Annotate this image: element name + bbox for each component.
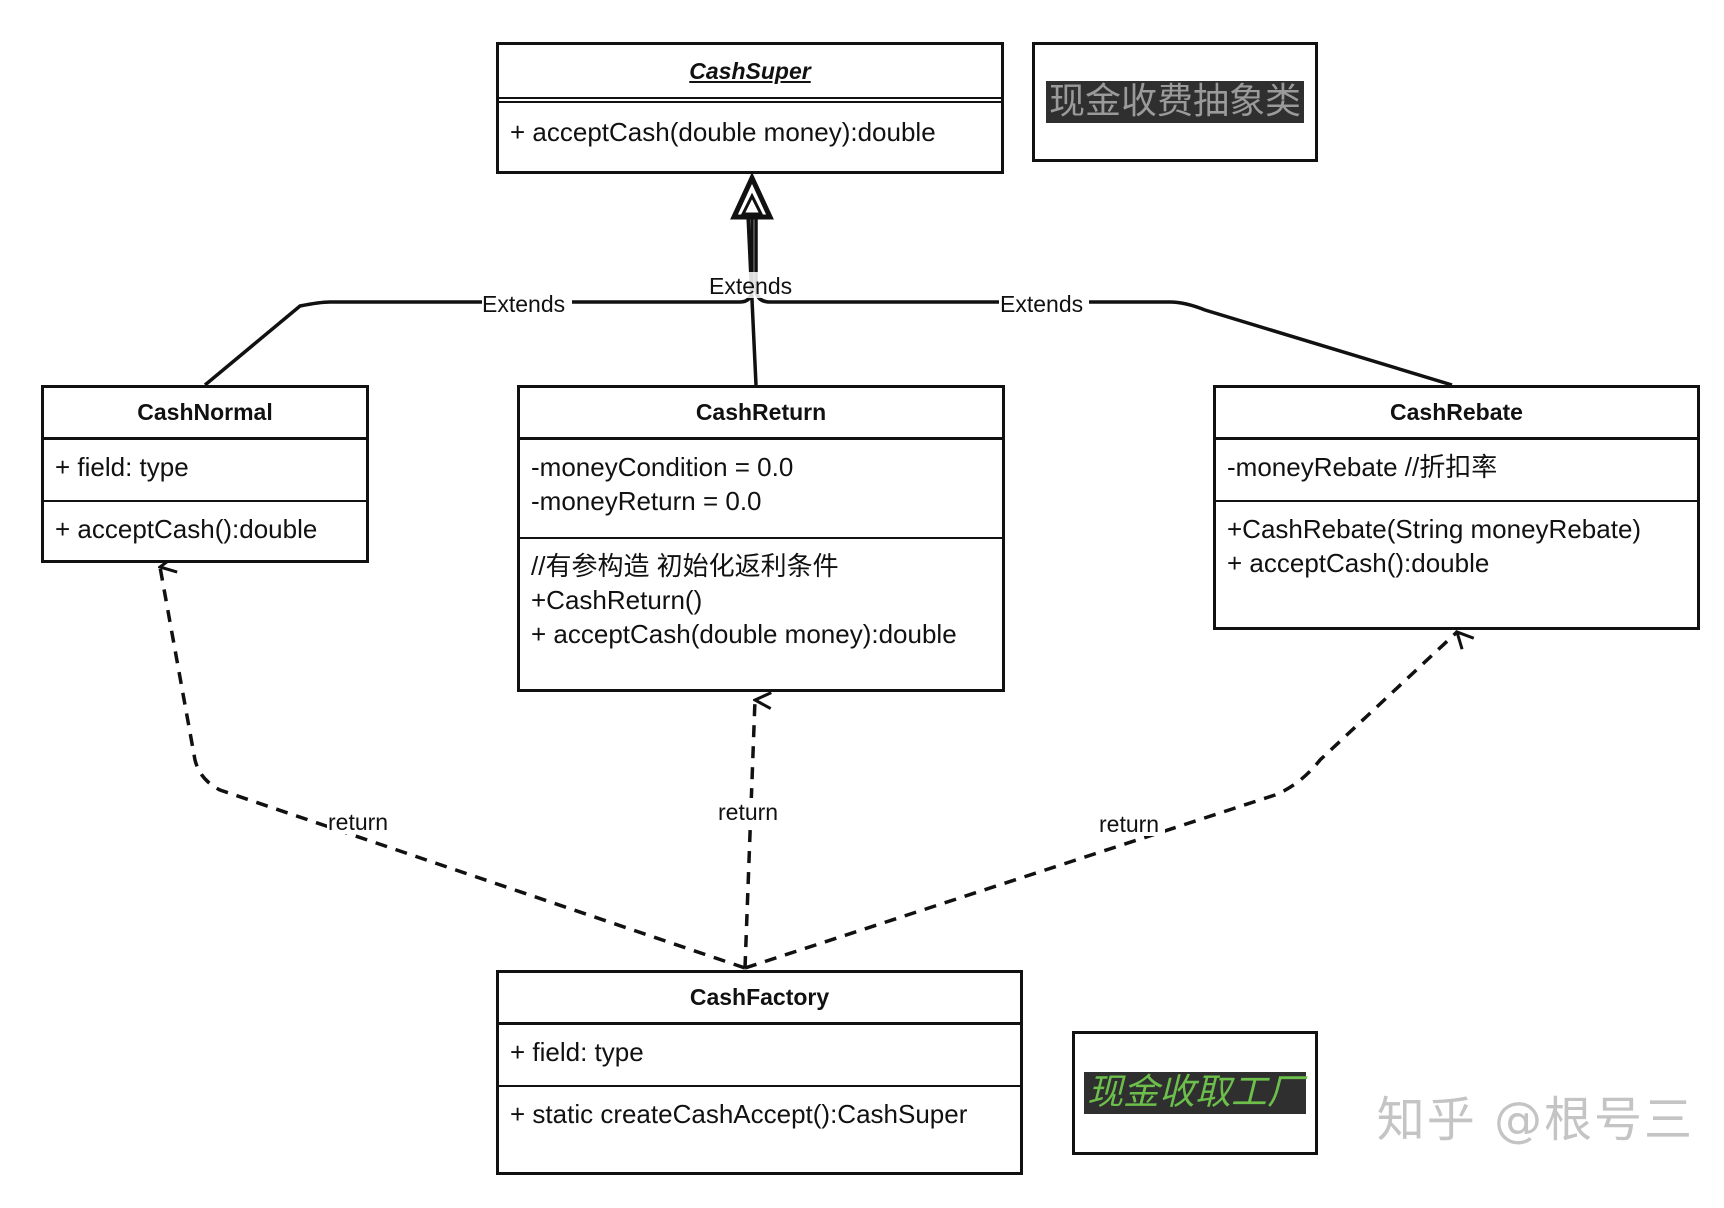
note-abstract-class: 现金收费抽象类 [1032,42,1318,162]
extends-edge-middle [746,214,758,386]
method-list: +CashRebate(String moneyRebate) + accept… [1216,502,1697,627]
class-cash-factory[interactable]: CashFactory + field: type + static creat… [496,970,1023,1175]
note-factory: 现金收取工厂 [1072,1031,1318,1155]
method: + acceptCash(double money):double [531,619,957,649]
class-name: CashFactory [499,973,1020,1025]
class-name: CashRebate [1216,388,1697,440]
note-text: 现金收取工厂 [1083,1072,1306,1114]
field: + field: type [510,1037,644,1067]
field-list: -moneyRebate //折扣率 [1216,440,1697,502]
field: -moneyCondition = 0.0 [531,452,794,482]
class-name: CashSuper [499,45,1001,103]
return-label-left: return [328,809,388,835]
class-cash-return[interactable]: CashReturn -moneyCondition = 0.0 -moneyR… [517,385,1005,692]
method-list: + static createCashAccept():CashSuper [499,1087,1020,1172]
extends-edge-left [203,215,754,387]
method: + static createCashAccept():CashSuper [510,1099,968,1129]
return-label-right: return [1099,811,1159,837]
class-name: CashReturn [520,388,1002,440]
return-edge-right [744,632,1457,970]
method: //有参构造 初始化返利条件 [531,551,839,581]
field-list: -moneyCondition = 0.0 -moneyReturn = 0.0 [520,440,1002,539]
return-label-middle: return [718,799,778,825]
field: -moneyReturn = 0.0 [531,486,762,516]
watermark: 知乎 @根号三 [1376,1092,1694,1148]
return-edge-left [160,567,746,970]
class-cash-rebate[interactable]: CashRebate -moneyRebate //折扣率 +CashRebat… [1213,385,1700,630]
extends-label-left: Extends [482,291,565,317]
field-list: + field: type [499,1025,1020,1087]
method-list: + acceptCash():double [44,502,366,560]
field: -moneyRebate //折扣率 [1227,452,1498,482]
return-edge-middle [743,700,755,969]
class-name: CashNormal [44,388,366,440]
method-list: //有参构造 初始化返利条件 +CashReturn() + acceptCas… [520,539,1002,689]
field: + field: type [55,452,189,482]
inheritance-triangle-inner [740,192,764,216]
method-list: + acceptCash(double money):double [499,103,1001,171]
method: + acceptCash():double [55,514,318,544]
extends-label-right: Extends [1000,291,1083,317]
method: + acceptCash():double [1227,548,1490,578]
method: +CashReturn() [531,585,703,615]
note-text: 现金收费抽象类 [1045,81,1304,123]
extends-label-middle: Extends [709,273,792,299]
method: + acceptCash(double money):double [510,117,936,147]
class-cash-normal[interactable]: CashNormal + field: type + acceptCash():… [41,385,369,563]
class-cash-super[interactable]: CashSuper + acceptCash(double money):dou… [496,42,1004,174]
extends-edge-right [754,215,1453,387]
field-list: + field: type [44,440,366,502]
method: +CashRebate(String moneyRebate) [1227,514,1642,544]
